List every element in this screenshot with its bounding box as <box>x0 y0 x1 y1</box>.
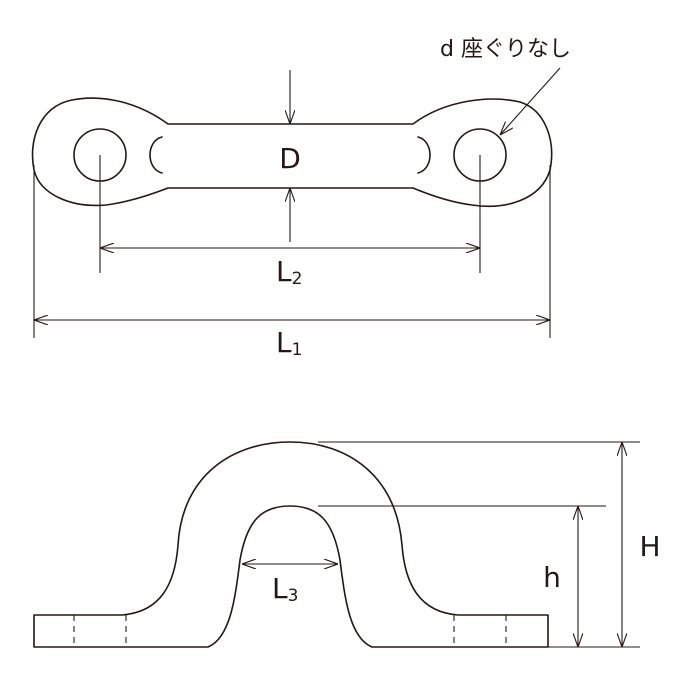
left-slot-notch <box>149 136 163 174</box>
center-distance-label: L2 <box>276 255 302 289</box>
overall-length-label: L1 <box>276 326 302 360</box>
side-view: L3 h H <box>33 441 661 648</box>
top-view-outline <box>31 97 553 208</box>
counterbore-note: d 座ぐりなし <box>440 37 571 62</box>
inner-height-label: h <box>543 561 561 594</box>
counterbore-leader <box>500 67 561 135</box>
inner-width-label: L3 <box>272 572 298 606</box>
top-view: D L2 L1 d 座ぐりなし <box>31 37 571 360</box>
overall-height-label: H <box>639 530 660 563</box>
right-slot-notch <box>417 136 431 174</box>
side-view-outline <box>33 441 549 648</box>
thickness-label: D <box>279 142 301 175</box>
